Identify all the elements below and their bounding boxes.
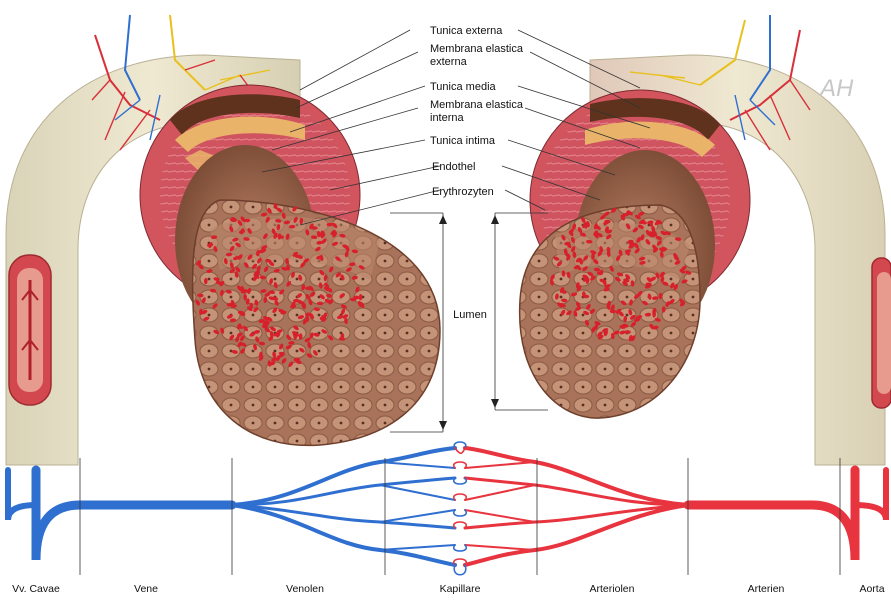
label-tunica-intima: Tunica intima xyxy=(430,135,496,147)
label-endothel: Endothel xyxy=(432,161,475,173)
capillary-loops xyxy=(454,442,467,575)
label-tunica-media: Tunica media xyxy=(430,81,497,93)
segment-label-kapillare: Kapillare xyxy=(440,583,481,595)
structure-labels: Tunica externaMembrana elasticaexternaTu… xyxy=(430,25,524,198)
segment-label-arterien: Arterien xyxy=(748,583,785,595)
circulation-network xyxy=(8,442,886,575)
segment-label-venolen: Venolen xyxy=(286,583,324,595)
segment-label-vene: Vene xyxy=(134,583,158,595)
label-membrana-elastica-externa: Membrana elastica xyxy=(430,43,524,55)
segment-label-vv-cavae: Vv. Cavae xyxy=(12,583,60,595)
label-erythrozyten: Erythrozyten xyxy=(432,186,494,198)
segment-label-aorta: Aorta xyxy=(859,583,884,595)
lumen-arrows xyxy=(439,215,499,430)
right-cross-section xyxy=(520,90,750,418)
segment-label-arteriolen: Arteriolen xyxy=(590,583,635,595)
label-membrana-elastica-interna-line2: interna xyxy=(430,112,465,124)
label-tunica-externa: Tunica externa xyxy=(430,25,503,37)
left-end-valve xyxy=(9,255,51,405)
segment-labels: Vv. Cavae Vene Venolen Kapillare Arteriolen A… xyxy=(12,583,885,595)
label-membrana-elastica-interna: Membrana elastica xyxy=(430,99,524,111)
left-cross-section xyxy=(140,85,440,445)
right-end-valve xyxy=(872,258,891,408)
signature-mark: AH xyxy=(818,75,854,102)
lumen-label: Lumen xyxy=(453,309,487,321)
label-membrana-elastica-externa-line2: externa xyxy=(430,56,468,68)
